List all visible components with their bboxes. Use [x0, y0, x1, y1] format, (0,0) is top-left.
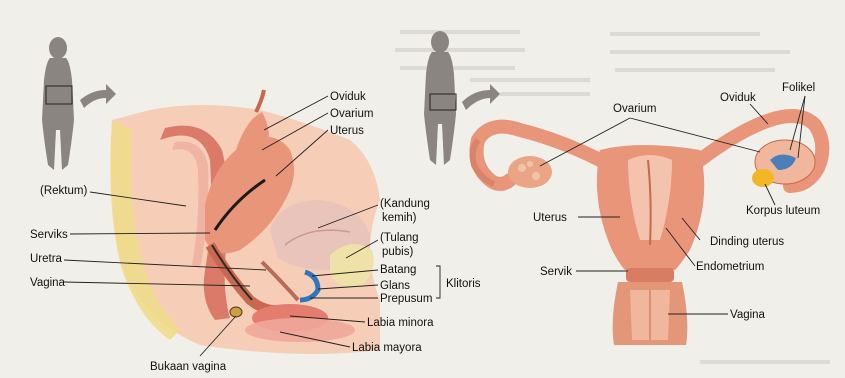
label-bukaan-vagina: Bukaan vagina	[150, 361, 227, 373]
label-uretra: Uretra	[30, 253, 63, 265]
label-uterus-right: Uterus	[533, 212, 567, 224]
label-ovarium-left: Ovarium	[330, 108, 373, 120]
label-servik: Servik	[540, 266, 572, 278]
label-oviduk-right: Oviduk	[720, 92, 756, 104]
label-endometrium: Endometrium	[696, 261, 764, 273]
label-tulang-pubis-line1: (Tulang	[380, 232, 419, 244]
label-folikel: Folikel	[782, 82, 815, 94]
arrow-right-icon	[462, 84, 500, 110]
frontal-uterus-illustration	[473, 116, 823, 345]
label-vagina-left: Vagina	[30, 277, 66, 289]
label-dinding-uterus: Dinding uterus	[710, 236, 784, 248]
label-batang: Batang	[380, 264, 416, 276]
label-labia-minora: Labia minora	[367, 317, 434, 329]
label-glans: Glans	[380, 280, 410, 292]
label-labia-mayora: Labia mayora	[352, 342, 422, 354]
label-vagina-right: Vagina	[730, 309, 766, 321]
label-kandung-kemih-line1: (Kandung	[380, 198, 430, 210]
label-tulang-pubis-line2: pubis)	[382, 246, 413, 258]
arrow-left-icon	[80, 84, 116, 108]
label-ovarium-right: Ovarium	[613, 103, 656, 115]
label-uterus-left: Uterus	[330, 125, 364, 137]
label-oviduk-left: Oviduk	[330, 91, 366, 103]
label-rektum: (Rektum)	[40, 185, 87, 197]
label-kandung-kemih-line2: kemih)	[382, 212, 417, 224]
label-korpus-luteum: Korpus luteum	[746, 205, 820, 217]
label-serviks: Serviks	[30, 229, 68, 241]
label-klitoris: Klitoris	[446, 278, 481, 290]
label-prepusum: Prepusum	[380, 293, 432, 305]
